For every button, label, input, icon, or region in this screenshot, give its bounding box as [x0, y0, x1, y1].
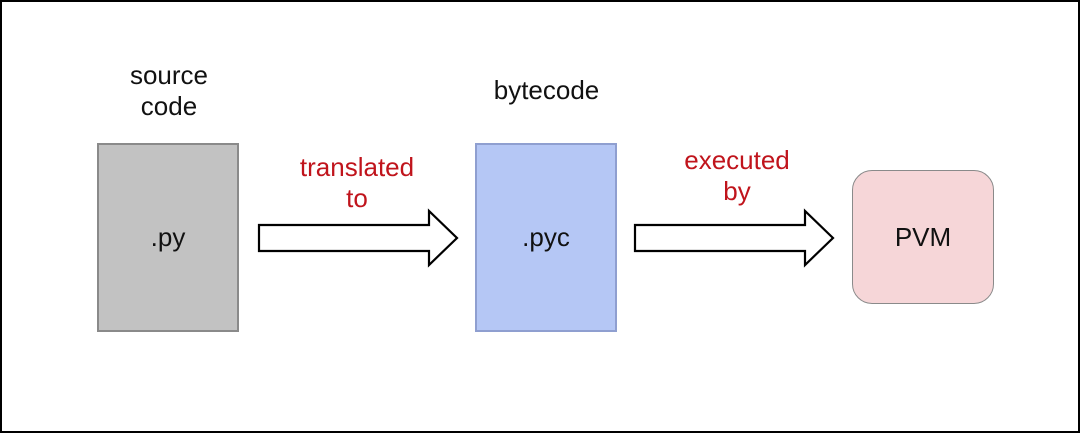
- bytecode-file-block: .pyc: [475, 143, 617, 332]
- bytecode-file-label: .pyc: [522, 222, 570, 252]
- executed-by-label: executed by: [684, 145, 790, 206]
- pvm-block: PVM: [852, 170, 994, 304]
- execute-arrow-shape: [633, 208, 835, 268]
- source-file-label: .py: [150, 222, 186, 252]
- pvm-label: PVM: [894, 221, 952, 252]
- source-file-block: .py: [97, 143, 239, 332]
- translate-arrow: [257, 208, 459, 268]
- source-code-caption: source code: [129, 60, 209, 121]
- execute-arrow: [633, 208, 835, 268]
- translated-to-label: translated to: [299, 152, 415, 213]
- translate-arrow-shape: [257, 208, 459, 268]
- bytecode-caption: bytecode: [493, 75, 600, 105]
